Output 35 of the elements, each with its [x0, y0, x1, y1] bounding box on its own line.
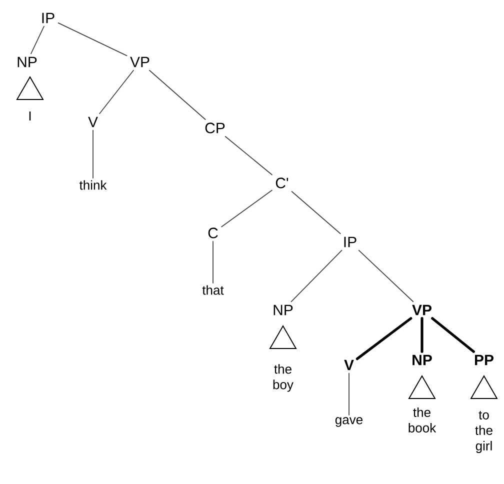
word-label: the boy [273, 364, 294, 392]
category-label: NP [274, 304, 293, 316]
word-label: the book [408, 407, 436, 433]
category-label: VP [412, 304, 432, 316]
word-label: that [202, 285, 224, 295]
category-label: IP [344, 236, 356, 248]
branch-line [356, 317, 412, 360]
branch-line [92, 130, 94, 178]
word-label: to the girl [475, 410, 492, 454]
word-label: think [79, 180, 107, 190]
branch-line [290, 250, 342, 302]
branch-line [348, 372, 350, 416]
branch-line [358, 250, 414, 302]
category-label: PP [475, 354, 494, 366]
category-label: C [208, 228, 218, 238]
category-label: NP [412, 354, 432, 366]
category-label: IP [42, 12, 54, 24]
category-label: CP [205, 122, 225, 134]
category-label: V [344, 360, 354, 370]
branch-line [149, 70, 206, 120]
branch-line [99, 70, 134, 114]
branch-line [212, 241, 214, 284]
branch-line [431, 317, 475, 353]
branch-line [291, 191, 341, 234]
category-label: VP [130, 56, 150, 68]
branch-line [58, 22, 128, 56]
category-label: NP [18, 56, 37, 68]
category-label: C' [276, 178, 288, 188]
branch-line [30, 26, 44, 54]
word-label: I [29, 112, 31, 120]
word-label: gave [335, 417, 362, 427]
category-label: V [88, 116, 98, 128]
branch-line [420, 317, 424, 353]
branch-line [221, 190, 272, 228]
branch-line [224, 136, 272, 176]
